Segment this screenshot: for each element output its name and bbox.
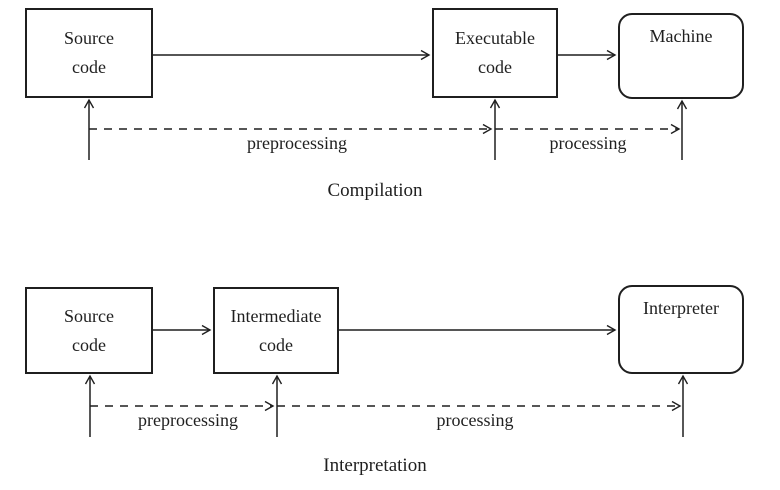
interpretation-title: Interpretation [323,455,427,476]
intermediate-code-box: Intermediate code [213,287,339,374]
intermediate-code-label-line2: code [259,334,293,355]
intermediate-code-label-line1: Intermediate [230,305,322,326]
source-code-label-line1: Source [64,305,114,326]
interpreter-box: Interpreter [618,285,744,374]
source-code-box: Source code [25,287,153,374]
source-code-label-line1: Source [64,28,114,48]
interpretation-arrows [84,322,707,437]
executable-code-label-line2: code [478,57,512,77]
machine-box: Machine [618,13,744,99]
compilation-arrows [83,46,707,160]
preprocessing-label: preprocessing [247,133,347,153]
processing-label: processing [436,410,514,430]
compilation-title: Compilation [327,180,423,201]
machine-label: Machine [649,26,713,46]
executable-code-label-line1: Executable [455,28,535,48]
source-code-label-line2: code [72,334,106,355]
source-code-box: Source code [25,8,153,98]
executable-code-box: Executable code [432,8,558,98]
source-code-label-line2: code [72,57,106,77]
interpreter-label: Interpreter [643,298,719,318]
processing-label: processing [549,133,627,153]
preprocessing-label: preprocessing [138,410,238,430]
